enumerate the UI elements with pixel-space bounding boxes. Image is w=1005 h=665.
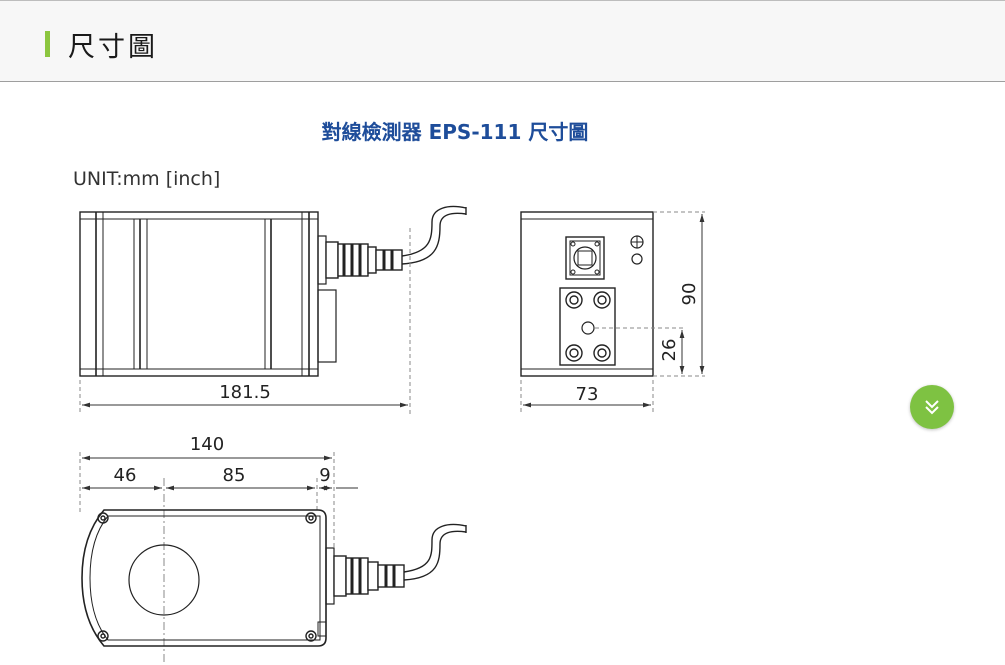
dim-bottom-left: 46 (114, 465, 137, 486)
product-title: 對線檢測器 EPS-111 尺寸圖 (321, 120, 589, 144)
double-chevron-down-icon (925, 400, 939, 415)
side-view (79, 205, 467, 414)
dim-bottom-total: 140 (190, 434, 224, 455)
section-accent-bar (45, 31, 50, 57)
dim-front-height: 90 (679, 283, 700, 306)
unit-label: UNIT:mm [inch] (73, 168, 221, 190)
section-title: 尺寸圖 (68, 32, 158, 63)
section-header: 尺寸圖 (0, 0, 1005, 82)
dim-bottom-right: 9 (319, 465, 330, 486)
dim-front-width: 73 (576, 384, 599, 405)
dim-front-hole-height: 26 (659, 339, 680, 362)
dim-bottom-mid: 85 (223, 465, 246, 486)
scroll-down-button[interactable] (910, 385, 954, 429)
bottom-view (79, 452, 467, 665)
front-view (520, 211, 705, 414)
dim-side-length: 181.5 (219, 382, 271, 403)
